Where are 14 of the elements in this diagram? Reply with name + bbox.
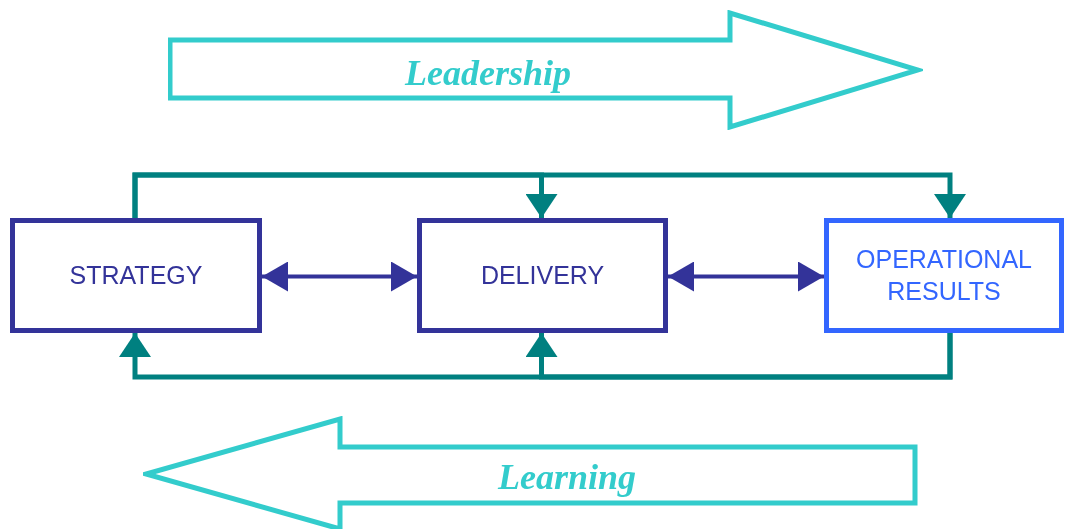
arrow-label: Leadership bbox=[405, 52, 571, 94]
feedback-arrow bbox=[132, 172, 966, 218]
double-arrow bbox=[668, 261, 824, 292]
arrow-label: Learning bbox=[498, 456, 637, 498]
feedback-arrow bbox=[525, 333, 953, 380]
process-box bbox=[10, 218, 262, 333]
box-label: DELIVERY bbox=[480, 259, 605, 291]
box-label: OPERATIONAL RESULTS bbox=[855, 244, 1033, 307]
block-arrow-shape bbox=[143, 416, 918, 529]
box-label: STRATEGY bbox=[69, 259, 203, 291]
process-box bbox=[824, 218, 1064, 333]
double-arrow bbox=[262, 261, 417, 292]
block-arrow-shape bbox=[168, 10, 923, 130]
process-box bbox=[417, 218, 668, 333]
